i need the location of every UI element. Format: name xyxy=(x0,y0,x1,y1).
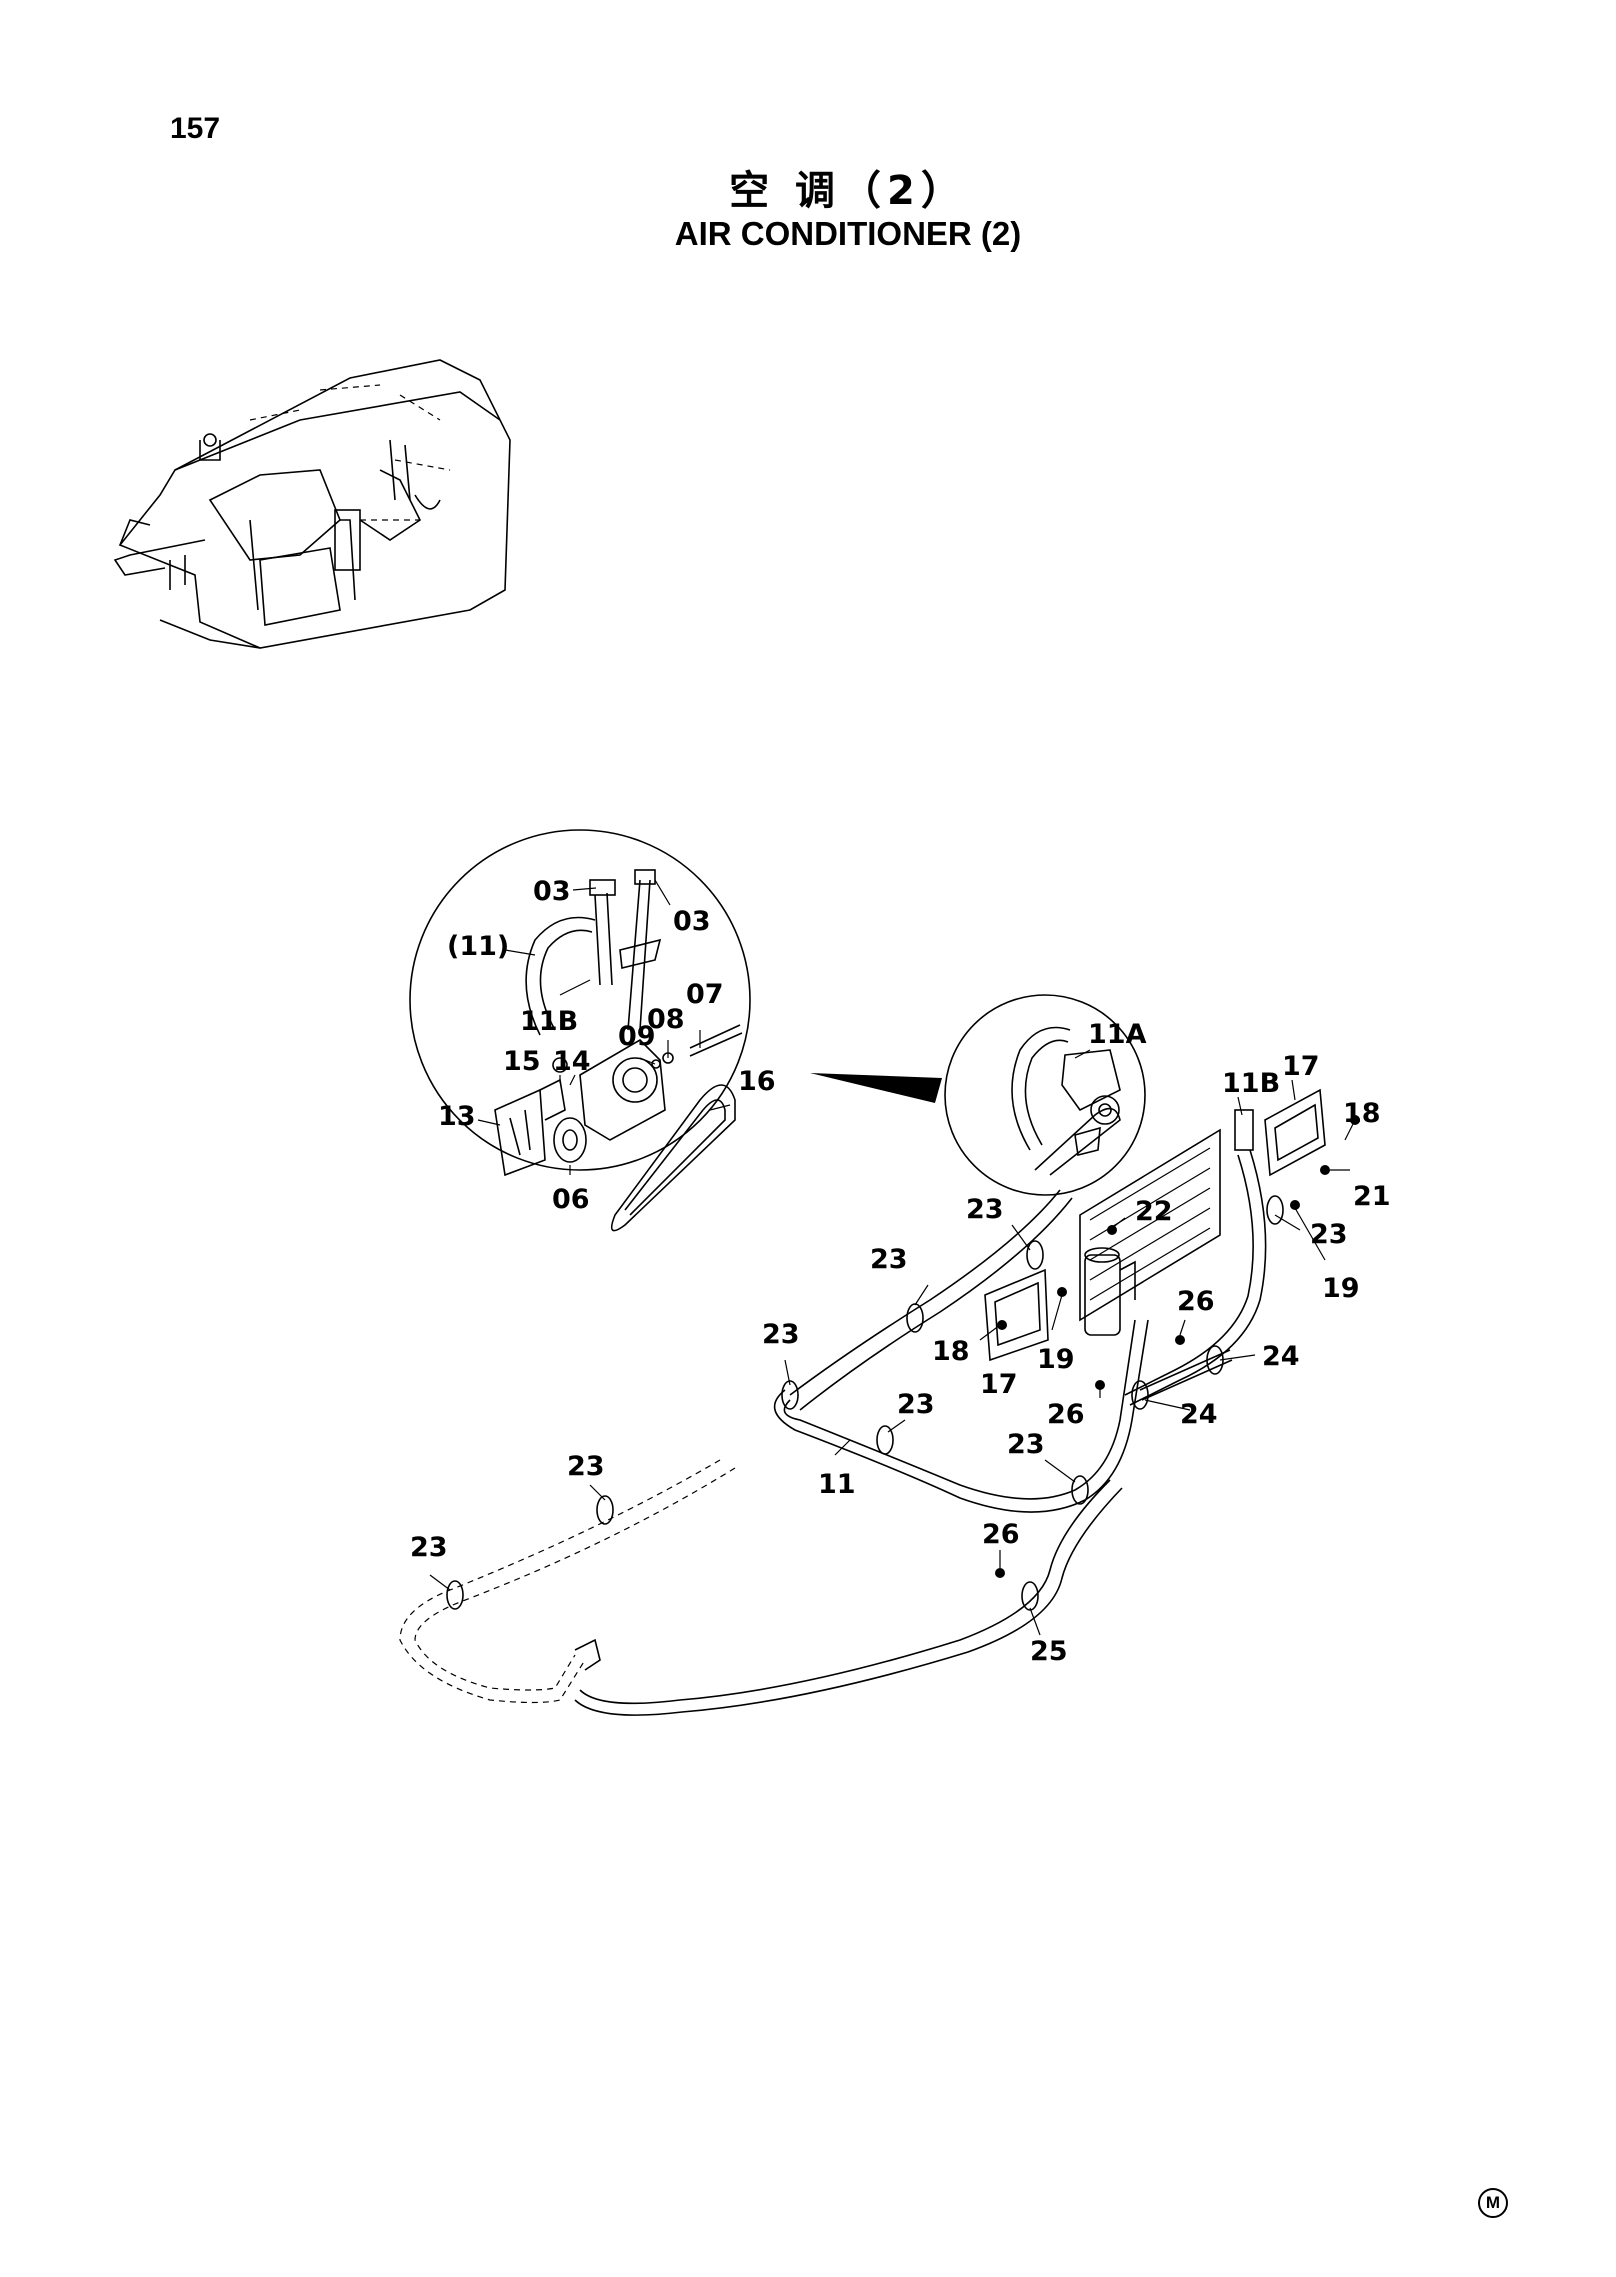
callout-23: 23 xyxy=(567,1451,605,1482)
callout-15: 15 xyxy=(503,1046,541,1077)
compressor-detail-circle xyxy=(409,829,751,1232)
callout-23: 23 xyxy=(1310,1219,1348,1250)
callout-23: 23 xyxy=(870,1244,908,1275)
callout-13: 13 xyxy=(438,1101,476,1132)
callout-24: 24 xyxy=(1262,1341,1300,1372)
callout-11-ref: (11) xyxy=(447,931,509,962)
callout-23: 23 xyxy=(410,1532,448,1563)
callout-24: 24 xyxy=(1180,1399,1218,1430)
callout-26: 26 xyxy=(1047,1399,1085,1430)
callout-23: 23 xyxy=(762,1319,800,1350)
hose-routing xyxy=(399,1149,1284,1716)
callout-26: 26 xyxy=(1177,1286,1215,1317)
callout-18: 18 xyxy=(932,1336,970,1367)
callout-labels: 03 03 (11) 11B 07 08 09 15 14 13 06 16 1… xyxy=(410,876,1391,1667)
callout-11b: 11B xyxy=(1222,1068,1280,1099)
callout-21: 21 xyxy=(1353,1181,1391,1212)
callout-09: 09 xyxy=(618,1021,656,1052)
engine-detail-circle xyxy=(944,994,1146,1196)
manufacturer-mark: M xyxy=(1478,2188,1508,2218)
callout-17: 17 xyxy=(1282,1051,1320,1082)
callout-23: 23 xyxy=(966,1194,1004,1225)
detail-pointer xyxy=(810,1073,942,1103)
callout-18: 18 xyxy=(1343,1098,1381,1129)
page-number: 157 xyxy=(170,112,221,145)
title-chinese: 空 调（2） xyxy=(729,168,967,214)
callout-03: 03 xyxy=(673,906,711,937)
callout-22: 22 xyxy=(1135,1196,1173,1227)
condenser-assembly xyxy=(984,1088,1360,1578)
callout-03: 03 xyxy=(533,876,571,907)
callout-16: 16 xyxy=(738,1066,776,1097)
callout-14: 14 xyxy=(553,1046,591,1077)
callout-25: 25 xyxy=(1030,1636,1068,1667)
callout-19: 19 xyxy=(1322,1273,1360,1304)
callout-23: 23 xyxy=(897,1389,935,1420)
leader-lines xyxy=(429,879,1356,1636)
callout-11a: 11A xyxy=(1088,1019,1147,1050)
callout-17: 17 xyxy=(980,1369,1018,1400)
callout-19: 19 xyxy=(1037,1344,1075,1375)
callout-07: 07 xyxy=(686,979,724,1010)
callout-06: 06 xyxy=(552,1184,590,1215)
callout-08: 08 xyxy=(647,1004,685,1035)
callout-11b: 11B xyxy=(520,1006,578,1037)
title-english: AIR CONDITIONER (2) xyxy=(674,215,1022,252)
machine-overview-sketch xyxy=(113,359,511,649)
callout-23: 23 xyxy=(1007,1429,1045,1460)
callout-11: 11 xyxy=(818,1469,856,1500)
callout-26: 26 xyxy=(982,1519,1020,1550)
